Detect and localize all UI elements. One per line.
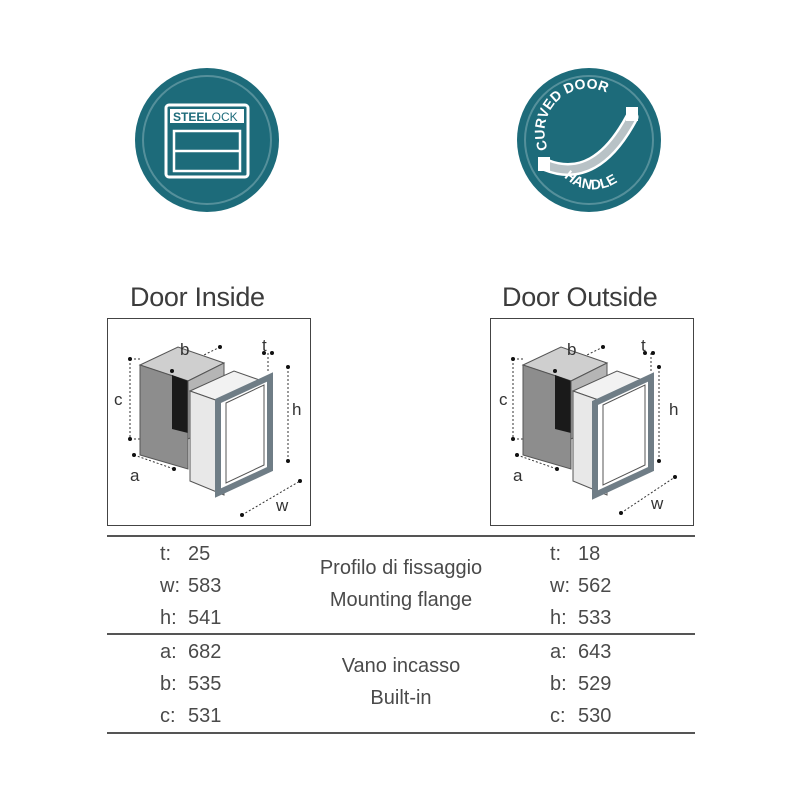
flange-right-row: h:533: [550, 607, 612, 629]
flange-label-it: Profilo di fissaggio: [319, 557, 483, 579]
label-a: a: [513, 466, 523, 485]
builtin-left-row: a:682: [160, 641, 222, 663]
svg-text:STEELOCK: STEELOCK: [173, 110, 238, 124]
builtin-label-it: Vano incasso: [341, 655, 461, 677]
label-t: t: [262, 336, 267, 355]
door-inside-title: Door Inside: [130, 282, 265, 312]
door-outside-diagram: b t c h a w: [490, 318, 694, 526]
table-rule-bottom: [107, 732, 695, 734]
flange-left-row: t:25: [160, 543, 211, 565]
flange-right-row: t:18: [550, 543, 601, 565]
label-c: c: [114, 390, 123, 409]
flange-left-row: h:541: [160, 607, 222, 629]
label-h: h: [292, 400, 301, 419]
table-rule-middle: [107, 633, 695, 635]
curved-door-handle-badge-icon: CURVED DOOR HANDLE: [516, 67, 662, 213]
label-b: b: [180, 340, 189, 359]
builtin-label-en: Built-in: [370, 687, 432, 709]
label-b: b: [567, 340, 576, 359]
builtin-right-row: b:529: [550, 673, 612, 695]
steelock-badge-icon: STEELOCK: [134, 67, 280, 213]
flange-right-row: w:562: [550, 575, 612, 597]
door-inside-diagram: b t c h a w: [107, 318, 311, 526]
label-t: t: [641, 336, 646, 355]
builtin-right-row: c:530: [550, 705, 612, 727]
flange-label-en: Mounting flange: [329, 589, 473, 611]
builtin-left-row: c:531: [160, 705, 222, 727]
label-w: w: [650, 494, 664, 513]
label-c: c: [499, 390, 508, 409]
table-rule-top: [107, 535, 695, 537]
builtin-left-row: b:535: [160, 673, 222, 695]
steelock-text-a: STEEL: [173, 110, 212, 124]
flange-left-row: w:583: [160, 575, 222, 597]
builtin-right-row: a:643: [550, 641, 612, 663]
label-w: w: [275, 496, 289, 515]
door-outside-title: Door Outside: [502, 282, 658, 312]
steelock-text-b: OCK: [212, 110, 238, 124]
label-h: h: [669, 400, 678, 419]
label-a: a: [130, 466, 140, 485]
